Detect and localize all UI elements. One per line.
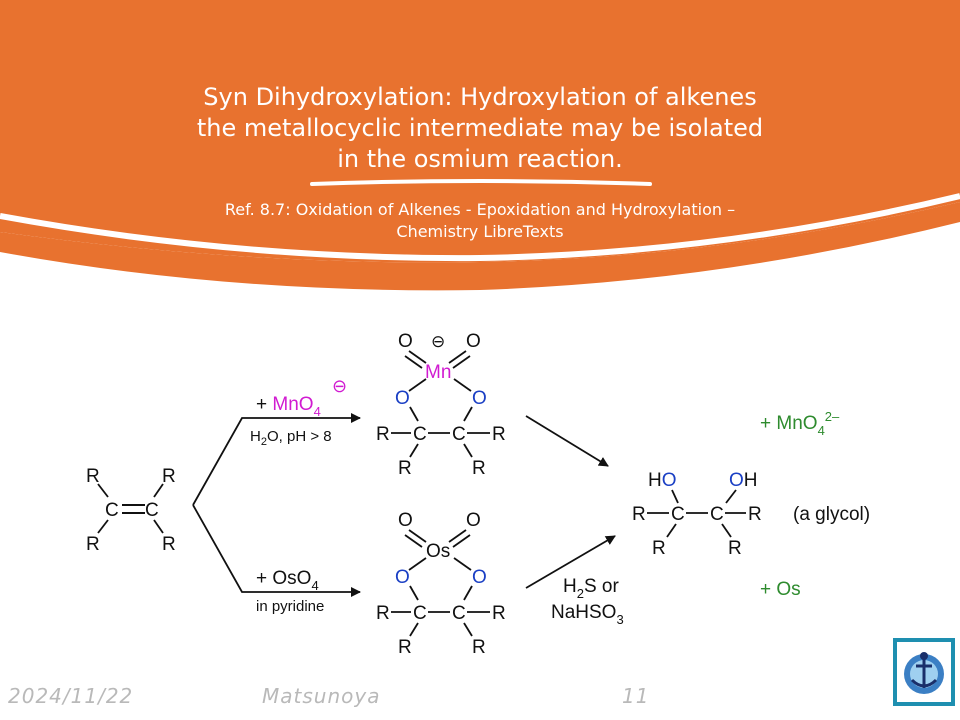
mn-oxo-right: O — [466, 331, 481, 352]
permanganate-charge: ⊖ — [332, 376, 347, 396]
mn-oxo-left: O — [398, 331, 413, 352]
footer-page-number: 11 — [622, 684, 650, 708]
mn-c-right: C — [452, 424, 466, 445]
title-line-2: the metallocyclic intermediate may be is… — [196, 114, 764, 142]
byproduct-manganate: + MnO42– — [760, 409, 840, 438]
mn-r-right: R — [492, 424, 506, 445]
anchor-emblem-icon — [893, 638, 955, 706]
permanganate-reagent: + MnO4 ⊖ — [256, 376, 347, 419]
alkene-c1: C — [105, 500, 119, 521]
glycol-r-bottom-left: R — [652, 538, 666, 559]
glycol-h-right: H — [744, 470, 758, 491]
alkene-c2: C — [145, 500, 159, 521]
os-oxo-left: O — [398, 510, 413, 531]
top-conditions: H2O, pH > 8 — [250, 428, 332, 448]
glycol-label: (a glycol) — [793, 504, 870, 525]
branch-arrows — [192, 413, 361, 597]
os-ring-o-left: O — [395, 567, 410, 588]
mn-charge: ⊖ — [431, 332, 445, 351]
permanganate-subscript: 4 — [314, 404, 321, 419]
mn-r-left: R — [376, 424, 390, 445]
reference-line-2: Chemistry LibreTexts — [396, 222, 564, 241]
permanganate-formula: MnO — [272, 394, 313, 415]
os-c-right: C — [452, 603, 466, 624]
osmium-reagent: + OsO4 — [256, 568, 319, 593]
os-r-right: R — [492, 603, 506, 624]
glycol-r-left: R — [632, 504, 646, 525]
footer-author: Matsunoya — [262, 684, 381, 708]
glycol-r-right: R — [748, 504, 762, 525]
reference-text: Ref. 8.7: Oxidation of Alkenes - Epoxida… — [100, 199, 860, 243]
glycol-o-right: O — [729, 470, 744, 491]
alkene-r1: R — [86, 466, 100, 487]
glycol-r-bottom-right: R — [728, 538, 742, 559]
mn-r-bottom-right: R — [472, 458, 486, 479]
svg-text:OH: OH — [729, 470, 758, 491]
glycol-c-left: C — [671, 504, 685, 525]
bottom-conditions: in pyridine — [256, 598, 324, 615]
product-arrows — [525, 415, 616, 589]
header-banner — [0, 0, 960, 291]
alkene-structure: R R C C R R — [86, 466, 176, 555]
svg-text:NaHSO3: NaHSO3 — [551, 602, 624, 627]
mn-c-left: C — [413, 424, 427, 445]
footer-date: 2024/11/22 — [8, 684, 134, 708]
glycol-o-left: O — [662, 470, 677, 491]
os-r-left: R — [376, 603, 390, 624]
os-r-bottom-left: R — [398, 637, 412, 658]
os-ring-o-right: O — [472, 567, 487, 588]
glycol-h-left: H — [648, 470, 662, 491]
os-c-left: C — [413, 603, 427, 624]
mn-ring-o-right: O — [472, 388, 487, 409]
manganate-ester: O ⊖ O Mn O O R C C R R R — [376, 331, 506, 479]
mn-metal: Mn — [425, 362, 451, 383]
reference-line-1: Ref. 8.7: Oxidation of Alkenes - Epoxida… — [224, 200, 736, 219]
reductant-label: H2S or NaHSO3 — [551, 576, 624, 627]
title-line-3: in the osmium reaction. — [337, 145, 623, 173]
title-line-1: Syn Dihydroxylation: Hydroxylation of al… — [203, 83, 757, 111]
glycol-product: HO OH R C C R R R (a glycol) — [632, 470, 870, 559]
glycol-c-right: C — [710, 504, 724, 525]
mn-ring-o-left: O — [395, 388, 410, 409]
os-oxo-right: O — [466, 510, 481, 531]
alkene-r3: R — [86, 534, 100, 555]
osmate-ester: O O Os O O R C C R R R — [376, 510, 506, 658]
reagent-plus: + — [256, 394, 272, 415]
os-metal: Os — [426, 541, 450, 562]
svg-text:HO: HO — [648, 470, 677, 491]
byproduct-osmium: + Os — [760, 579, 801, 600]
mn-r-bottom-left: R — [398, 458, 412, 479]
svg-text:H2S or: H2S or — [563, 576, 619, 601]
alkene-r4: R — [162, 534, 176, 555]
alkene-r2: R — [162, 466, 176, 487]
svg-text:+ MnO4: + MnO4 — [256, 394, 321, 419]
os-r-bottom-right: R — [472, 637, 486, 658]
slide-title: Syn Dihydroxylation: Hydroxylation of al… — [100, 82, 860, 175]
